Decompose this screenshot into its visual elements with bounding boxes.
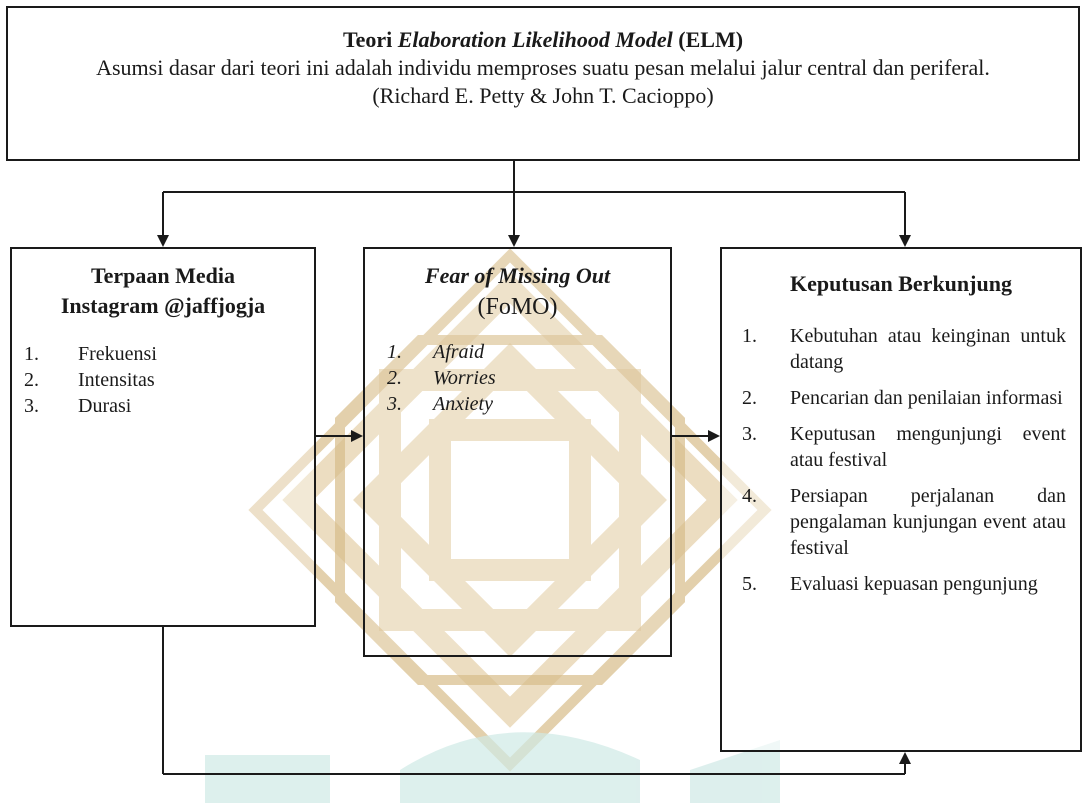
list-item-text: Evaluasi kepuasan pengunjung [790, 573, 1038, 595]
list-item: 3. Durasi [24, 393, 314, 419]
list-item-number: 5. [742, 573, 757, 595]
theory-assumption: Asumsi dasar dari teori ini adalah indiv… [96, 55, 990, 80]
media-exposure-title: Terpaan Media Instagram @jaffjogja [12, 261, 314, 321]
fomo-list: 1. Afraid 2. Worries 3. Anxiety [387, 339, 670, 417]
media-exposure-title-line1: Terpaan Media [90, 263, 236, 288]
list-item-number: 3. [24, 395, 39, 417]
list-item: 4. Persiapan perjalanan dan pengalaman ku… [742, 483, 1066, 561]
list-item-text: Durasi [78, 395, 132, 417]
list-item: 1. Kebutuhan atau keinginan untuk datang [742, 323, 1066, 375]
list-item-number: 1. [24, 343, 39, 365]
theory-title-suffix: (ELM) [672, 27, 744, 52]
media-exposure-box: Terpaan Media Instagram @jaffjogja 1. Fre… [10, 247, 316, 627]
list-item-text: Afraid [433, 341, 485, 363]
fomo-box: Fear of Missing Out (FoMO) 1. Afraid 2. Wo… [363, 247, 672, 657]
theory-title-italic: Elaboration Likelihood Model [397, 27, 673, 52]
list-item: 1. Afraid [387, 339, 670, 365]
list-item-text: Persiapan perjalanan dan pengalaman kunj… [790, 485, 1066, 559]
list-item: 1. Frekuensi [24, 341, 314, 367]
list-item-number: 3. [387, 393, 402, 415]
visit-decision-list: 1.Kebutuhan atau keinginan untuk datang … [742, 323, 1066, 597]
list-item: 3. Anxiety [387, 391, 670, 417]
list-item-text: Pencarian dan penilaian informasi [790, 387, 1063, 409]
visit-decision-title: Keputusan Berkunjung [790, 271, 1012, 296]
list-item-number: 1. [387, 341, 402, 363]
list-item-text: Frekuensi [78, 343, 157, 365]
list-item-text: Keputusan mengunjungi event atau festiva… [790, 423, 1066, 471]
theory-title: Teori Elaboration Likelihood Model (ELM) [8, 26, 1078, 54]
list-item-number: 2. [742, 387, 757, 409]
list-item: 3. Keputusan mengunjungi event atau festi… [742, 421, 1066, 473]
list-item-number: 3. [742, 423, 757, 445]
list-item: 2. Intensitas [24, 367, 314, 393]
list-item-text: Anxiety [433, 393, 493, 415]
theory-box: Teori Elaboration Likelihood Model (ELM)… [6, 6, 1080, 161]
list-item-text: Kebutuhan atau keinginan untuk datang [790, 325, 1066, 373]
media-exposure-list: 1. Frekuensi 2. Intensitas 3. Durasi [24, 341, 314, 419]
list-item-text: Intensitas [78, 369, 155, 391]
list-item-text: Worries [433, 367, 496, 389]
list-item: 5. Evaluasi kepuasan pengunjung [742, 571, 1066, 597]
list-item-number: 2. [387, 367, 402, 389]
fomo-subtitle: (FoMO) [477, 294, 558, 320]
visit-decision-box: Keputusan Berkunjung 1. Kebutuhan atau ke… [720, 247, 1082, 752]
theory-title-prefix: Teori [342, 27, 398, 52]
fomo-title: Fear of Missing Out [424, 263, 611, 288]
list-item-number: 2. [24, 369, 39, 391]
list-item-number: 4. [742, 485, 757, 507]
list-item-number: 1. [742, 325, 757, 347]
list-item: 2. Pencarian dan penilaian informasi [742, 385, 1066, 411]
media-exposure-title-line2: Instagram @jaffjogja [60, 293, 266, 318]
theory-authors: (Richard E. Petty & John T. Cacioppo) [372, 83, 714, 108]
list-item: 2. Worries [387, 365, 670, 391]
